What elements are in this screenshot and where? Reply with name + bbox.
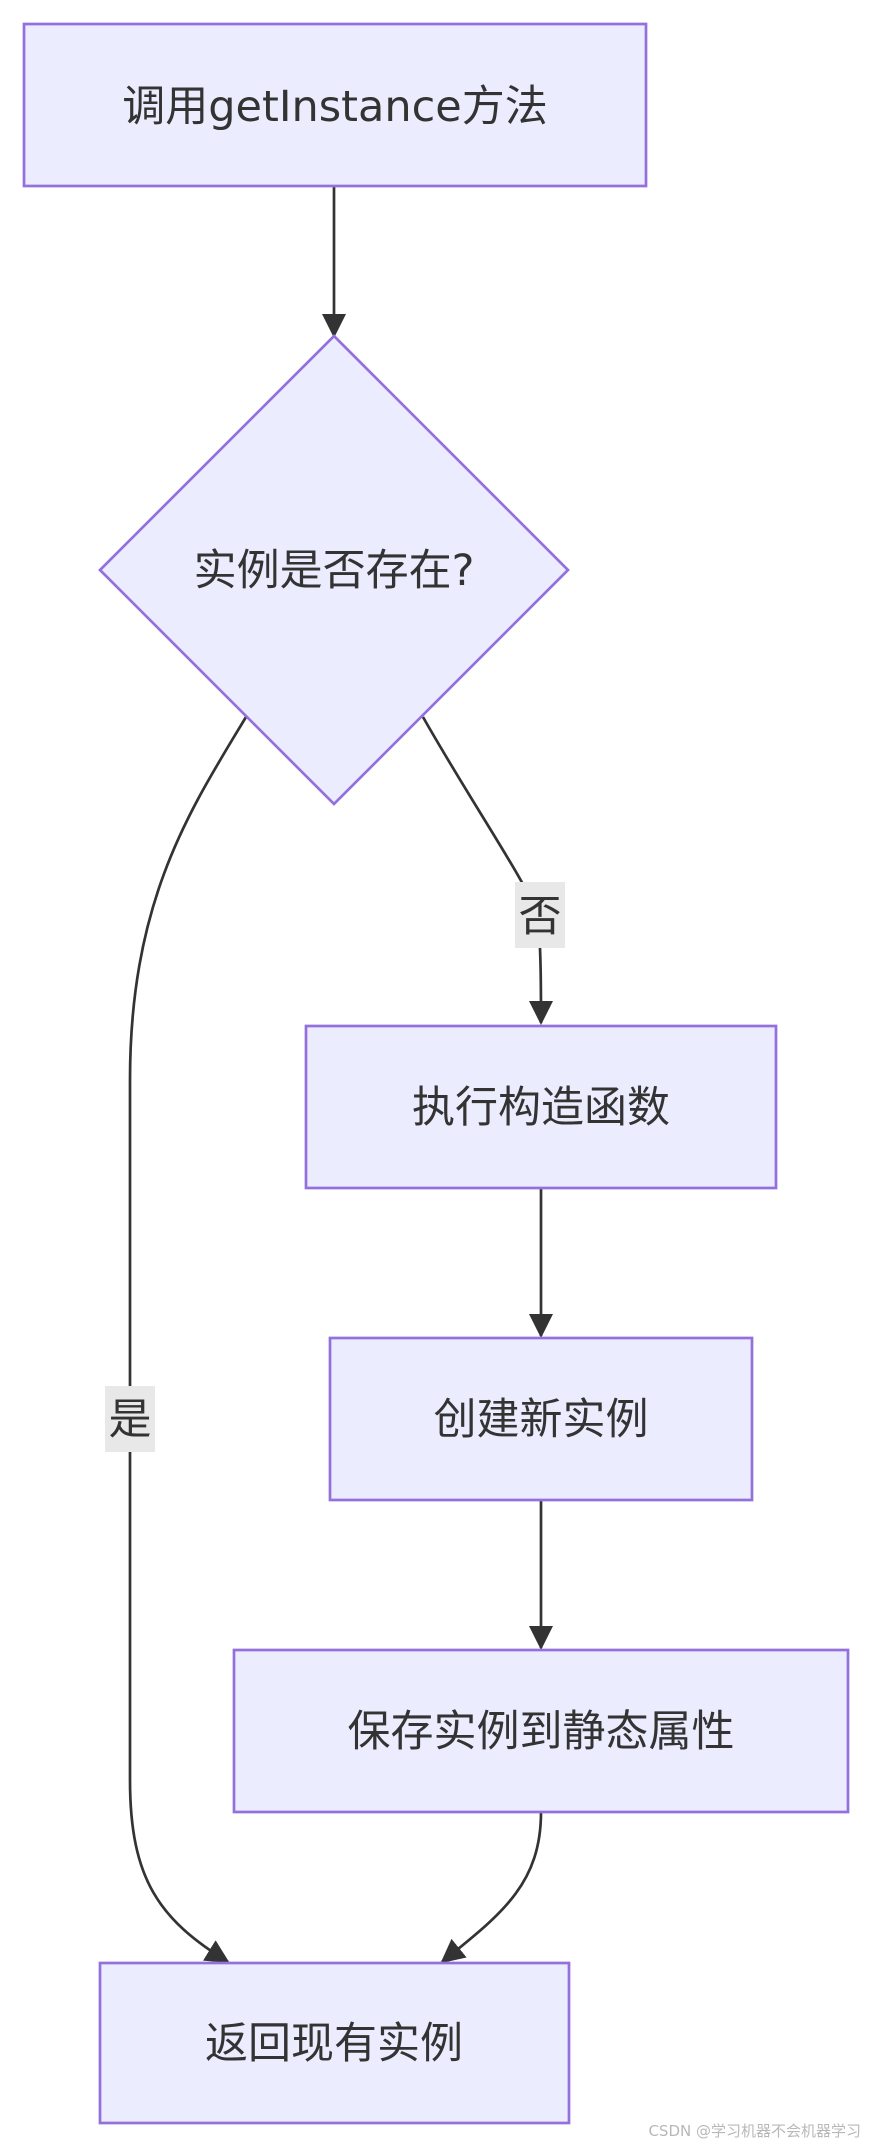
node-return-instance-label: 返回现有实例 — [205, 2019, 463, 2069]
edge-label-no: 否 — [515, 882, 565, 948]
node-call-get-instance: 调用getInstance方法 — [22, 22, 648, 188]
node-run-constructor-label: 执行构造函数 — [412, 1083, 670, 1133]
watermark: CSDN @学习机器不会机器学习 — [648, 2122, 861, 2140]
node-instance-exists-label: 实例是否存在? — [194, 546, 475, 596]
node-save-static: 保存实例到静态属性 — [232, 1648, 850, 1814]
node-run-constructor: 执行构造函数 — [304, 1024, 778, 1190]
edge-label-yes: 是 — [105, 1386, 155, 1452]
node-save-static-label: 保存实例到静态属性 — [348, 1707, 735, 1757]
edge-label-no-text: 否 — [519, 892, 562, 942]
edge-decision-no — [421, 716, 553, 1025]
node-create-instance-label: 创建新实例 — [434, 1395, 649, 1445]
edge-decision-yes — [128, 716, 248, 1964]
node-call-get-instance-label: 调用getInstance方法 — [122, 82, 548, 132]
node-instance-exists-decision: 实例是否存在? — [98, 334, 570, 806]
edge-label-yes-text: 是 — [109, 1395, 152, 1445]
node-create-instance: 创建新实例 — [328, 1336, 754, 1502]
node-return-instance: 返回现有实例 — [98, 1961, 571, 2125]
edge-save-to-return — [440, 1811, 543, 1964]
